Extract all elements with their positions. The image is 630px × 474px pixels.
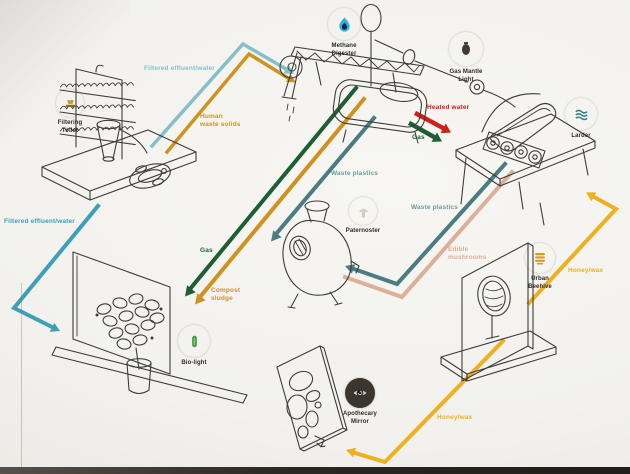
methane-flame-icon bbox=[328, 8, 360, 40]
flow-honey-to-larder bbox=[526, 192, 620, 306]
badge-label: Apothecary Mirror bbox=[342, 411, 377, 425]
flow-label-filtered-effluent-left: Filtered effluent/water bbox=[4, 218, 75, 225]
photo-bottom-edge bbox=[0, 467, 630, 474]
gas-mantle-icon bbox=[449, 32, 483, 66]
badge-label: Urban Beehive bbox=[528, 276, 552, 290]
flow-gas-to-biolight bbox=[185, 85, 359, 297]
flow-waste-plastics-from-larder bbox=[345, 161, 508, 287]
flow-label-edible-mushrooms: Edible mushrooms bbox=[448, 246, 487, 262]
larder-waves-icon bbox=[565, 98, 597, 130]
photo-frame-edge bbox=[21, 283, 22, 474]
beehive-stripes-icon bbox=[525, 243, 555, 273]
badge-label: Filtering Toilet bbox=[57, 120, 83, 134]
badge-label: Methane Digester bbox=[331, 43, 357, 57]
badge-label: Larder bbox=[571, 133, 591, 139]
apothecary-mirror-drawing bbox=[276, 345, 348, 452]
flow-label-honey-to-larder: Honey/wax bbox=[568, 267, 604, 274]
flow-label-heated-water: Heated water bbox=[427, 104, 470, 111]
badge-methane-digester: Methane Digester bbox=[312, 8, 376, 58]
larder-drawing bbox=[455, 93, 596, 210]
badge-apothecary-mirror: Apothecary Mirror bbox=[328, 378, 392, 426]
flow-label-gas-to-larder: Gas bbox=[412, 134, 425, 141]
flow-honey-to-mirror bbox=[346, 338, 506, 465]
flow-label-gas-to-biolight: Gas bbox=[200, 247, 213, 254]
bio-light-drawing bbox=[51, 251, 248, 404]
paternoster-drawing bbox=[282, 200, 360, 309]
badge-urban-beehive: Urban Beehive bbox=[508, 243, 572, 291]
urban-beehive-drawing bbox=[440, 202, 557, 382]
badge-filtering-toilet: Filtering Toilet bbox=[38, 89, 102, 135]
flow-compost-sludge bbox=[195, 96, 367, 305]
badge-label: Paternoster bbox=[345, 228, 381, 234]
flow-heated-water bbox=[413, 110, 451, 134]
flow-label-honey-to-mirror: Honey/wax bbox=[437, 414, 473, 421]
badge-label: Gas Mantle Light bbox=[449, 69, 483, 83]
flow-edible-mushrooms bbox=[342, 169, 515, 300]
flow-filtered-effluent-to-biolight bbox=[10, 203, 101, 332]
filtering-toilet-icon bbox=[56, 89, 84, 117]
badge-paternoster: Paternoster bbox=[331, 197, 395, 236]
eye-icon bbox=[345, 378, 375, 408]
flow-label-compost-sludge: Compost sludge bbox=[211, 287, 241, 303]
flow-filtered-effluent-to-digester bbox=[149, 41, 294, 149]
methane-digester-drawing bbox=[279, 3, 428, 144]
flow-gas-to-larder bbox=[407, 120, 442, 142]
flow-label-waste-plastics-upper: Waste plastics bbox=[331, 170, 379, 177]
gas-pipe-drawing bbox=[374, 39, 516, 108]
badge-gas-mantle-light: Gas Mantle Light bbox=[434, 32, 498, 84]
flow-waste-plastics-to-paternoster bbox=[271, 115, 377, 242]
badge-label: Bio-light bbox=[181, 360, 207, 366]
mushroom-icon bbox=[349, 197, 377, 225]
flow-arrows bbox=[10, 41, 620, 465]
bio-light-cell-icon bbox=[178, 325, 210, 357]
badge-bio-light: Bio-light bbox=[162, 325, 226, 368]
filtering-toilet-drawing bbox=[41, 64, 197, 201]
flow-label-waste-plastics-lower: Waste plastics bbox=[411, 204, 459, 211]
photo-reflection-smudge bbox=[0, 0, 130, 150]
flow-label-filtered-effluent-top: Filtered effluent/water bbox=[144, 65, 215, 72]
badge-larder: Larder bbox=[549, 98, 613, 141]
flow-label-human-waste-solids: Human waste solids bbox=[200, 113, 241, 129]
